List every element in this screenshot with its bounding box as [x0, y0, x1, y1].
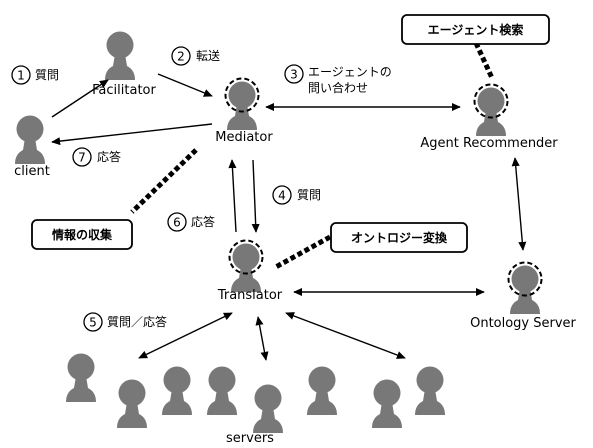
- arrow-mediator-to-client: [51, 123, 213, 146]
- step-2-text: 転送: [196, 48, 220, 63]
- dotted-link-ontology-conversion: [272, 234, 332, 271]
- arrow-translator-servers-right: [285, 312, 406, 359]
- facilitator-agent-icon: [105, 31, 135, 80]
- step-1-number: 1: [17, 69, 25, 83]
- step-3-text-line2: 問い合わせ: [308, 80, 368, 95]
- arrow-translator-to-mediator: [228, 159, 237, 233]
- mediator-label: Mediator: [215, 130, 273, 145]
- ontology-conversion-box: [330, 222, 468, 253]
- arrow-translator-servers-center: [255, 316, 269, 361]
- arrow-recommender-ontology: [511, 157, 527, 251]
- step-5: 5 質問／応答: [83, 312, 167, 332]
- server-agent-icon: [117, 379, 147, 428]
- step-6-text: 応答: [191, 214, 215, 229]
- agent-recommender-label: Agent Recommender: [420, 136, 558, 151]
- task-boxes: エージェント検索 情報の収集 オントロジー変換: [31, 14, 550, 253]
- step-4-number: 4: [278, 189, 286, 203]
- arrow-translator-servers-left: [138, 312, 233, 359]
- mediator-agent-icon: [224, 77, 260, 131]
- facilitator-label: Facilitator: [92, 83, 156, 98]
- step-1: 1 質問: [11, 65, 59, 85]
- step-2-number: 2: [177, 50, 185, 64]
- step-4-text: 質問: [297, 187, 321, 202]
- dotted-links: [130, 41, 495, 271]
- arrow-mediator-to-translator: [251, 159, 260, 233]
- server-agent-icon: [415, 366, 445, 415]
- client-agent-icon: [15, 115, 45, 164]
- dotted-link-info-collection: [130, 148, 198, 214]
- server-agent-icon: [372, 379, 402, 428]
- step-4: 4 質問: [272, 185, 321, 205]
- translator-agent-icon: [228, 239, 264, 293]
- step-7-text: 応答: [97, 149, 121, 164]
- client-label: client: [14, 164, 50, 179]
- step-5-text: 質問／応答: [107, 314, 167, 329]
- arrows: [51, 73, 527, 361]
- server-agent-icon: [253, 384, 283, 433]
- server-agent-icon: [162, 366, 192, 415]
- step-3: 3 エージェントの 問い合わせ: [284, 64, 392, 95]
- agent-search-label: エージェント検索: [428, 22, 524, 37]
- step-7: 7 応答: [72, 147, 121, 167]
- ontology-conversion-label: オントロジー変換: [351, 230, 448, 245]
- step-6: 6 応答: [167, 212, 215, 232]
- step-6-number: 6: [173, 216, 181, 230]
- step-1-text: 質問: [35, 67, 59, 82]
- arrow-client-to-facilitator: [51, 79, 109, 118]
- server-agent-icon: [66, 353, 96, 402]
- arrow-facilitator-to-mediator: [157, 73, 213, 97]
- agent-search-box: [401, 14, 550, 45]
- node-labels: client Facilitator Mediator Agent Recomm…: [14, 83, 576, 446]
- step-labels: 1 質問 2 転送 3 エージェントの 問い合わせ 4 質問 5 質問／応答 6…: [11, 46, 392, 332]
- step-3-number: 3: [290, 68, 298, 82]
- ontology-server-agent-icon: [507, 261, 543, 315]
- dotted-link-agent-search: [473, 41, 495, 80]
- servers-label: servers: [226, 431, 274, 446]
- step-3-text-line1: エージェントの: [308, 65, 392, 79]
- info-collection-label: 情報の収集: [52, 227, 113, 242]
- step-5-number: 5: [89, 316, 97, 330]
- ontology-server-label: Ontology Server: [470, 316, 576, 331]
- server-agent-icon: [307, 366, 337, 415]
- step-7-number: 7: [78, 151, 86, 165]
- server-agent-icon: [207, 366, 237, 415]
- step-2: 2 転送: [171, 46, 220, 66]
- translator-label: Translator: [217, 288, 283, 303]
- agent-recommender-icon: [473, 83, 509, 137]
- info-collection-box: [31, 219, 133, 250]
